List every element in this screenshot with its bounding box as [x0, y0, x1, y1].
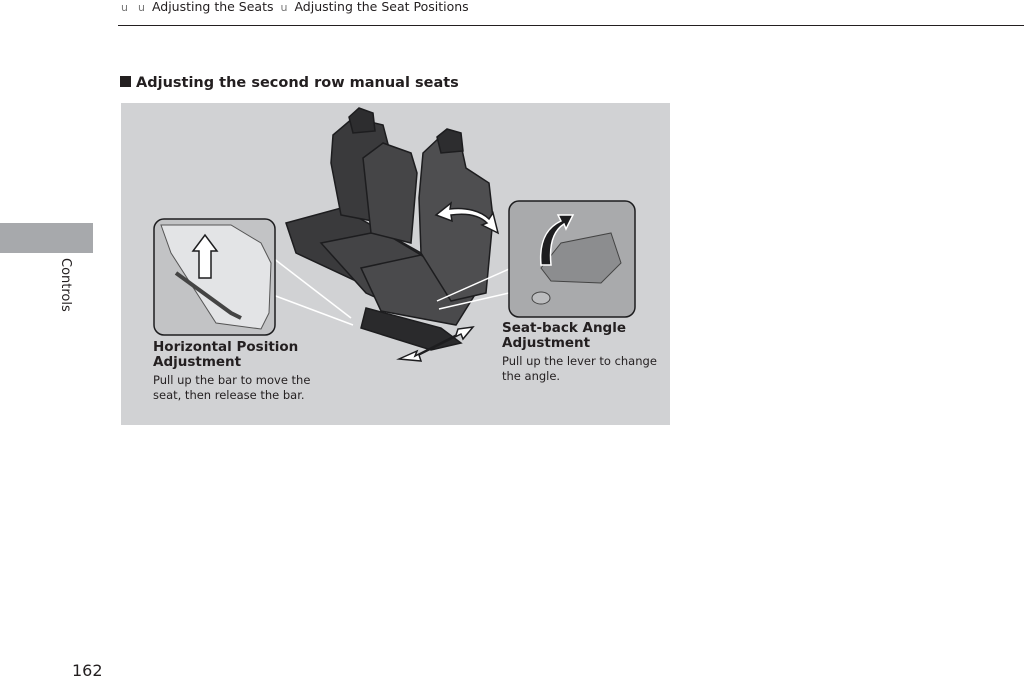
breadcrumb-item-positions[interactable]: Adjusting the Seat Positions [294, 0, 469, 14]
leader-lines [272, 257, 510, 326]
curved-arrow-up-icon [191, 233, 219, 279]
callout-seatback-angle: Seat-back Angle Adjustment Pull up the l… [502, 321, 662, 384]
side-tab[interactable] [0, 223, 93, 253]
page-number: 162 [72, 661, 103, 680]
callout-horizontal-description: Pull up the bar to move the seat, then r… [153, 373, 311, 402]
callout-horizontal-position: Horizontal Position Adjustment Pull up t… [153, 340, 323, 403]
breadcrumb-separator: u [137, 1, 145, 14]
breadcrumb-item-seats[interactable]: Adjusting the Seats [151, 0, 274, 14]
section-heading-text: Adjusting the second row manual seats [136, 75, 459, 91]
seat-drawing [153, 107, 636, 362]
seat-illustration: Horizontal Position Adjustment Pull up t… [121, 103, 670, 425]
double-arrow-angle-icon [434, 201, 500, 235]
breadcrumb-separator: u [280, 1, 288, 14]
second-row-seats [285, 107, 494, 351]
side-tab-label: Controls [58, 258, 73, 312]
section-heading: Adjusting the second row manual seats [120, 75, 459, 91]
horizontal-adjustment-inset [153, 218, 276, 336]
heading-square-icon [120, 76, 131, 87]
callout-seatback-description: Pull up the lever to change the angle. [502, 354, 657, 383]
callout-seatback-title: Seat-back Angle Adjustment [502, 320, 627, 351]
breadcrumb: u u Adjusting the Seats u Adjusting the … [118, 0, 469, 14]
header-rule [118, 25, 1024, 26]
double-arrow-horizontal-icon [396, 326, 475, 362]
callout-horizontal-title: Horizontal Position Adjustment [153, 339, 299, 370]
seatback-adjustment-inset [508, 200, 636, 318]
curved-arrow-up-icon [539, 214, 575, 266]
breadcrumb-separator: u [121, 1, 128, 14]
